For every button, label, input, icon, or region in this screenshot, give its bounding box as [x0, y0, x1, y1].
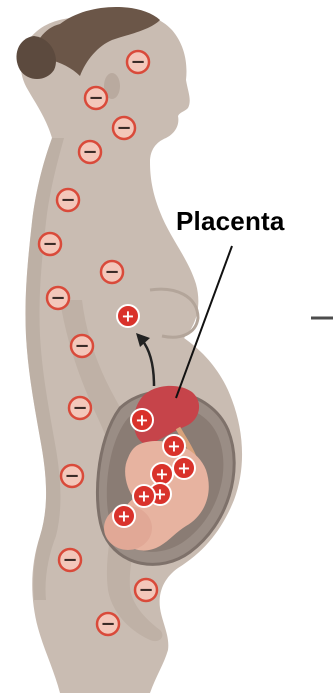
charge-sign: −	[62, 550, 77, 571]
charge-sign: +	[177, 459, 190, 478]
charge-sign: −	[72, 398, 87, 419]
positive-charge-icon: +	[163, 435, 185, 457]
charge-sign: +	[167, 437, 180, 456]
negative-charge-icon: −	[47, 287, 69, 309]
negative-charge-icon: −	[69, 397, 91, 419]
negative-charge-icon: −	[57, 189, 79, 211]
negative-charge-icon: −	[79, 141, 101, 163]
positive-charge-icon: +	[173, 457, 195, 479]
negative-charge-icon: −	[85, 87, 107, 109]
negative-charge-icon: −	[101, 261, 123, 283]
charge-sign: −	[100, 614, 115, 635]
negative-charge-icon: −	[127, 51, 149, 73]
charge-sign: −	[74, 336, 89, 357]
positive-charge-icon: +	[113, 505, 135, 527]
charge-sign: −	[50, 288, 65, 309]
charge-sign: −	[60, 190, 75, 211]
negative-charge-icon: −	[61, 465, 83, 487]
charge-sign: +	[137, 487, 150, 506]
charge-sign: −	[116, 118, 131, 139]
positive-charge-icon: +	[151, 463, 173, 485]
charge-sign: −	[64, 466, 79, 487]
positive-charge-icon: +	[133, 485, 155, 507]
negative-charge-icon: −	[71, 335, 93, 357]
charge-sign: −	[138, 580, 153, 601]
positive-charge-icon: +	[117, 305, 139, 327]
charge-sign: +	[135, 411, 148, 430]
negative-charge-icon: −	[59, 549, 81, 571]
charge-sign: +	[155, 465, 168, 484]
negative-charge-icon: −	[39, 233, 61, 255]
positive-charge-icon: +	[131, 409, 153, 431]
charge-sign: +	[117, 507, 130, 526]
charge-sign: −	[82, 142, 97, 163]
charge-sign: −	[42, 234, 57, 255]
negative-charge-icon: −	[135, 579, 157, 601]
charge-sign: −	[104, 262, 119, 283]
placenta-label: Placenta	[176, 206, 285, 237]
negative-charge-icon: −	[113, 117, 135, 139]
charge-sign: +	[121, 307, 134, 326]
body-silhouette	[21, 9, 242, 693]
charge-sign: −	[130, 52, 145, 73]
charge-sign: −	[88, 88, 103, 109]
negative-charge-icon: −	[97, 613, 119, 635]
